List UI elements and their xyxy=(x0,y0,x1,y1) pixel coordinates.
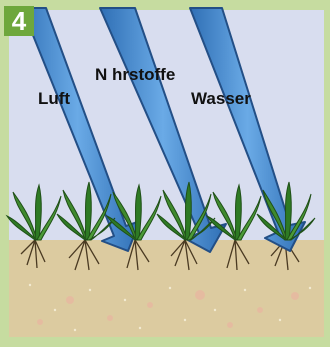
label-nutrients: N hrstoffe xyxy=(95,66,175,83)
step-number-badge: 4 xyxy=(4,6,34,36)
label-water: Wasser xyxy=(191,90,251,107)
soil-area xyxy=(9,240,324,337)
label-air: Luft xyxy=(38,90,70,107)
